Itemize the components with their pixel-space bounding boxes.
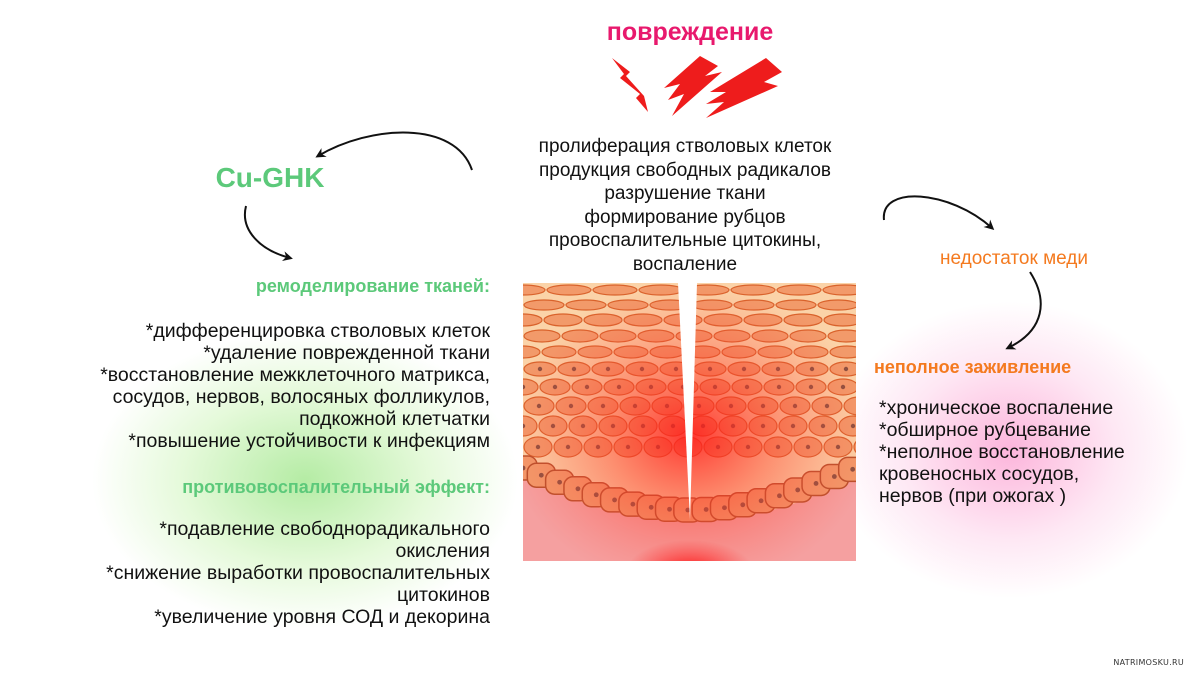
tissue-cell [490,362,522,376]
anti-inflammatory-item: *увеличение уровня СОД и декорина [154,606,490,628]
cell-nucleus [857,404,861,408]
remodeling-item: подкожной клетчатки [299,408,490,430]
effect-line: разрушение ткани [604,183,766,204]
lightning-bolt-icon [664,56,722,116]
skin-wound-illustration [482,283,870,561]
effect-line: продукция свободных радикалов [538,159,832,181]
curved-arrow-icon [243,205,293,262]
damage-effects-list: пролиферация стволовых клеток продукция … [490,135,880,276]
tissue-cell [492,397,522,415]
lightning-bolt-icon [706,58,782,118]
healing-item: *хроническое воспаление [879,397,1114,419]
cell-nucleus [866,445,870,449]
remodeling-heading: ремоделирование тканей: [255,276,490,296]
tissue-cell [853,440,856,454]
lightning-bolt-icon [612,58,648,112]
tissue-cell [482,300,522,310]
anti-inflammatory-item: *подавление свободнорадикального [159,518,490,540]
copper-deficiency-label: недостаток меди [940,248,1088,269]
curved-arrow-icon [1005,271,1042,350]
healing-item: *неполное восстановление [879,441,1125,463]
cell-nucleus [505,404,509,408]
anti-inflammatory-heading: противовоспалительный эффект: [182,477,490,497]
anti-inflammatory-item: окисления [395,540,490,562]
tissue-cell [486,330,522,342]
remodeling-item: *восстановление межклеточного матрикса, [100,364,490,386]
remodeling-item: *удаление поврежденной ткани [203,342,490,364]
cell-nucleus [504,367,508,371]
effect-line: пролиферация стволовых клеток [538,136,832,157]
remodeling-item: сосудов, нервов, волосяных фолликулов, [112,386,490,408]
healing-item: *обширное рубцевание [879,419,1091,441]
anti-inflammatory-item: *снижение выработки провоспалительных [106,562,490,584]
curved-arrow-icon [882,195,995,231]
curved-arrow-icon [315,131,473,171]
remodeling-item: *дифференцировка стволовых клеток [145,320,490,342]
effect-line: провоспалительные цитокины, [548,230,822,251]
remodeling-list: *дифференцировка стволовых клеток *удале… [100,320,490,452]
tissue-cell [494,437,522,457]
incomplete-healing-list: *хроническое воспаление *обширное рубцев… [879,397,1125,507]
damage-label: повреждение [606,18,774,46]
incomplete-healing-heading: неполное заживление [874,357,1072,377]
cell-nucleus [506,445,510,449]
healing-item: кровеносных сосудов, [879,463,1080,485]
cu-ghk-label: Cu-GHK [215,162,325,193]
effect-line: воспаление [632,253,738,275]
watermark: NATRIMOSKU.RU [1113,658,1184,667]
anti-inflammatory-list: *подавление свободнорадикального окислен… [106,518,490,628]
effect-line: формирование рубцов [584,206,786,228]
remodeling-item: *повышение устойчивости к инфекциям [128,430,490,452]
anti-inflammatory-item: цитокинов [396,584,490,606]
healing-item: нервов (при ожогах ) [879,485,1067,507]
